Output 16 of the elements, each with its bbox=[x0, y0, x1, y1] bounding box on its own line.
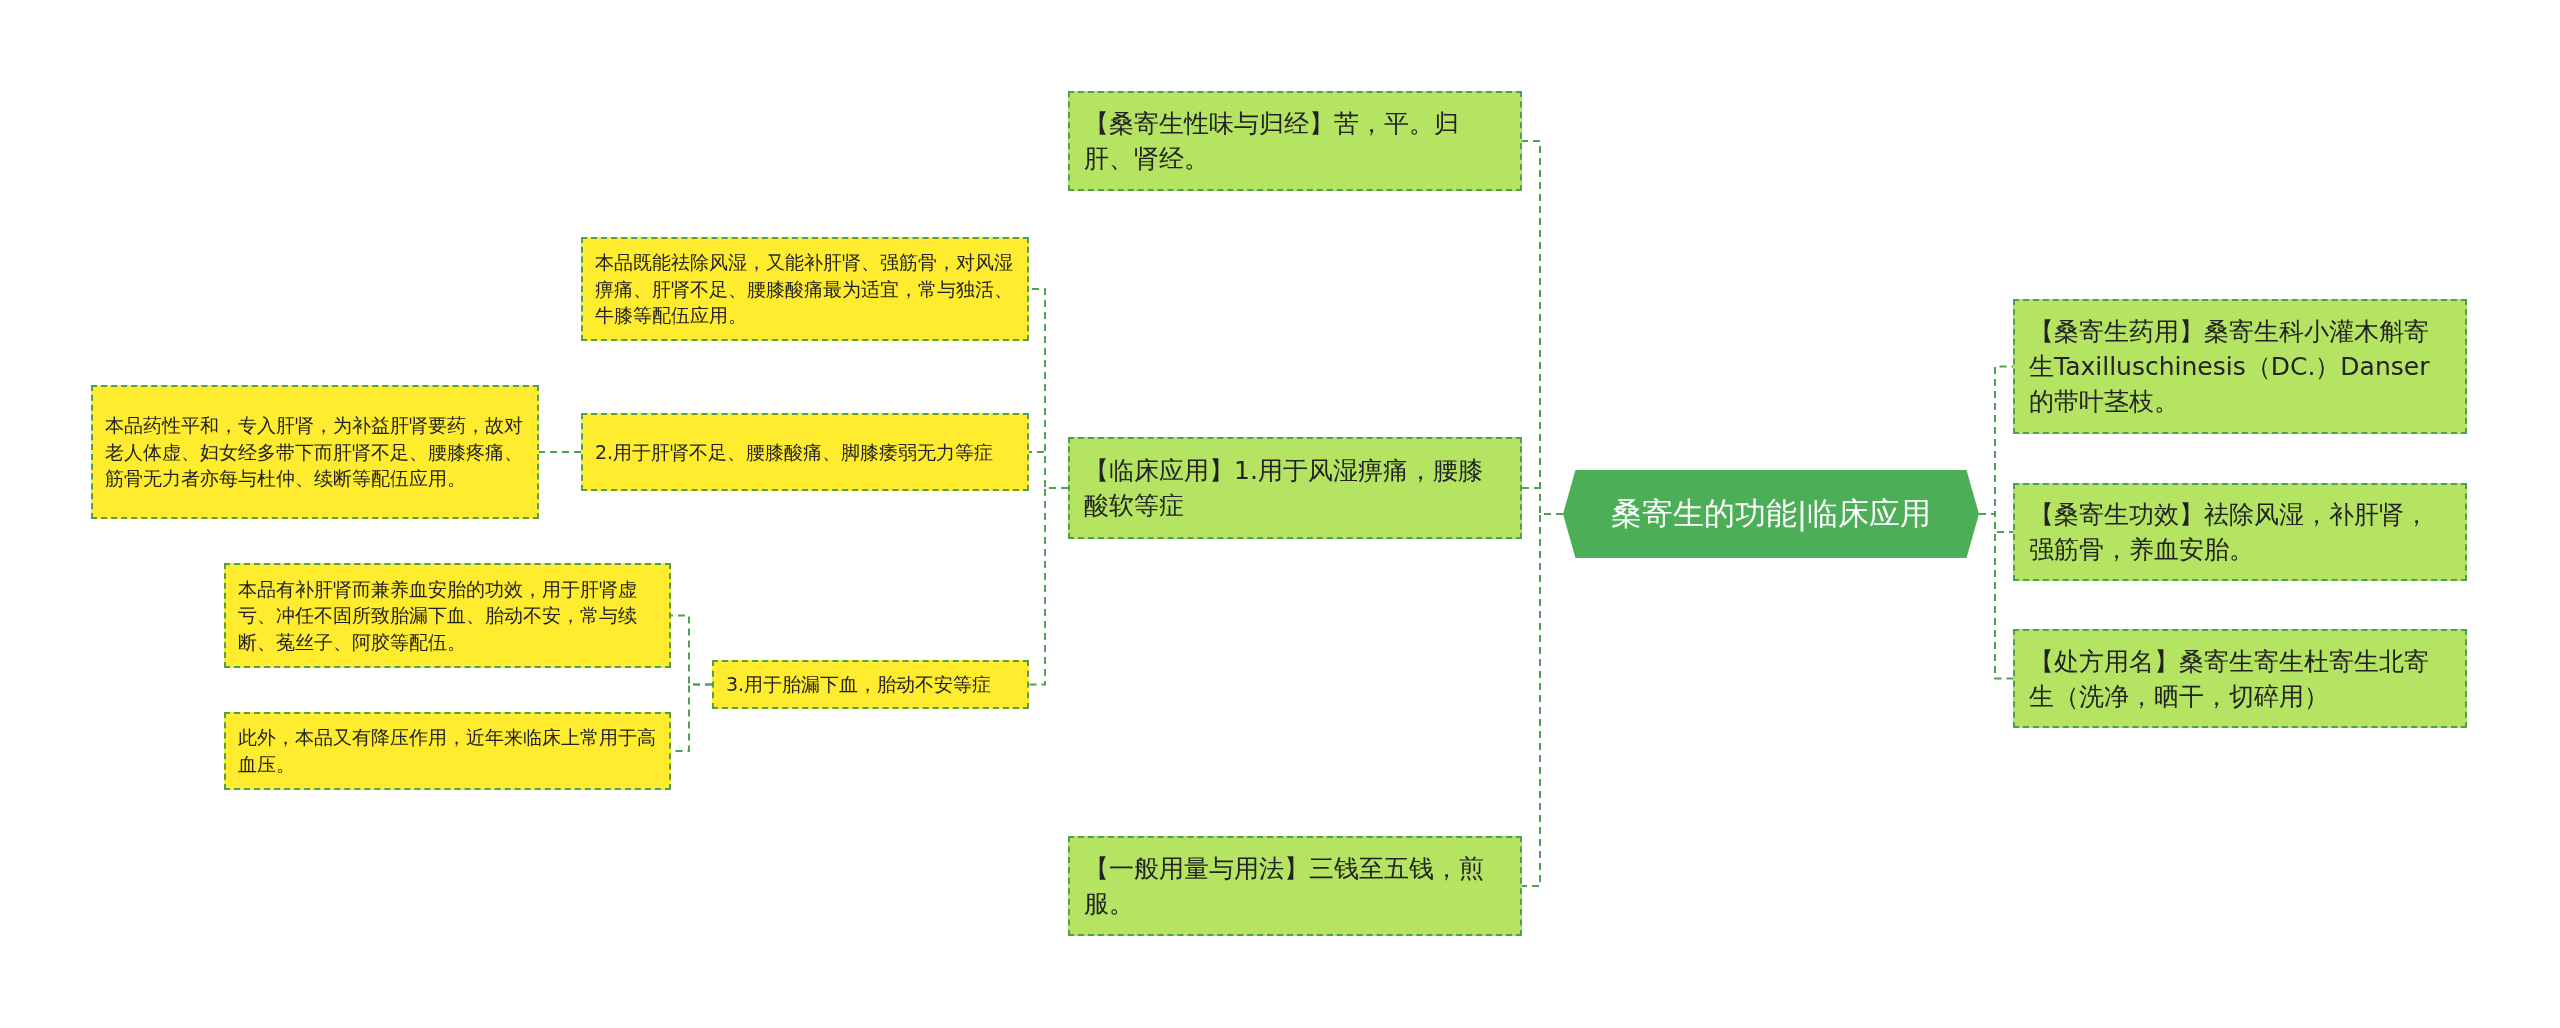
topic-box: 【临床应用】1.用于风湿痹痛，腰膝酸软等症 bbox=[1068, 437, 1522, 539]
topic-box: 桑寄生的功能|临床应用 bbox=[1563, 470, 1979, 558]
note-box: 本品药性平和，专入肝肾，为补益肝肾要药，故对老人体虚、妇女经多带下而肝肾不足、腰膝疼痛、筋骨无力者亦每与杜仲、续断等配伍应用。 bbox=[91, 385, 539, 519]
connector-line bbox=[1028, 487, 1069, 686]
topic-box: 【桑寄生功效】祛除风湿，补肝肾，强筋骨，养血安胎。 bbox=[2013, 483, 2467, 581]
connector-line bbox=[538, 451, 582, 453]
note-box: 此外，本品又有降压作用，近年来临床上常用于高血压。 bbox=[224, 712, 671, 790]
topic-box: 【处方用名】桑寄生寄生杜寄生北寄生（洗净，晒干，切碎用） bbox=[2013, 629, 2467, 728]
note-box: 本品有补肝肾而兼养血安胎的功效，用于肝肾虚亏、冲任不固所致胎漏下血、胎动不安，常与续断、菟丝子、阿胶等配伍。 bbox=[224, 563, 671, 668]
topic-box: 【桑寄生药用】桑寄生科小灌木斛寄生Taxilluschinesis（DC.）Danser的带叶茎枝。 bbox=[2013, 299, 2467, 434]
connector-line bbox=[1978, 513, 2014, 680]
note-box: 本品既能祛除风湿，又能补肝肾、强筋骨，对风湿痹痛、肝肾不足、腰膝酸痛最为适宜，常与独活、牛膝等配伍应用。 bbox=[581, 237, 1029, 341]
topic-box: 【桑寄生性味与归经】苦，平。归肝、肾经。 bbox=[1068, 91, 1522, 191]
topic-box: 3.用于胎漏下血，胎动不安等症 bbox=[712, 660, 1029, 709]
topic-box: 2.用于肝肾不足、腰膝酸痛、脚膝痿弱无力等症 bbox=[581, 413, 1029, 491]
topic-box: 【一般用量与用法】三钱至五钱，煎服。 bbox=[1068, 836, 1522, 936]
